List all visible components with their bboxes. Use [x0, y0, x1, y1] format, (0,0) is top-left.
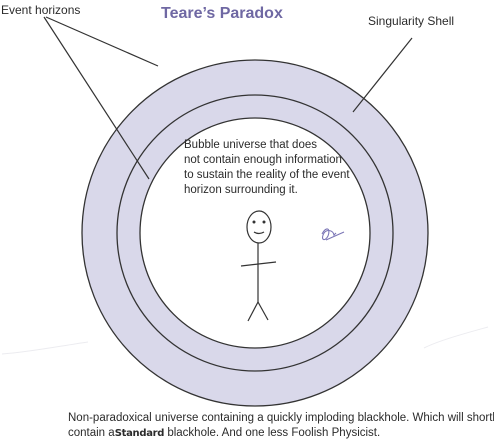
bubble-description: Bubble universe that does not contain en… [184, 138, 374, 198]
bubble-description-line: not contain enough information [184, 154, 342, 166]
caption: Non-paradoxical universe containing a qu… [68, 411, 494, 441]
event-horizon-pointer-outer [45, 16, 159, 67]
event-horizon-pointer-inner [43, 16, 150, 180]
event-horizons-label: Event horizons [1, 3, 81, 17]
bubble-description-line: horizon surrounding it. [184, 184, 298, 196]
singularity-shell-label: Singularity Shell [368, 14, 455, 28]
stick-figure [240, 210, 277, 322]
standard-word: Standard [114, 428, 165, 439]
caption-line-2: contain aStandard blackhole. And one les… [68, 426, 492, 441]
signature-scribble [321, 228, 345, 241]
diagram-title: Teare’s Paradox [161, 5, 283, 22]
faint-pencil-mark-right [423, 326, 489, 349]
singularity-shell-pointer [352, 37, 413, 113]
bubble-description-line: to sustain the reality of the event [184, 169, 350, 181]
caption-line-1: Non-paradoxical universe containing a qu… [68, 412, 494, 424]
caption-line-2-suffix: blackhole. And one less Foolish Physicis… [164, 427, 381, 439]
caption-line-2-prefix: contain a [68, 427, 115, 439]
faint-pencil-mark-left [1, 341, 89, 355]
bubble-description-line: Bubble universe that does [184, 139, 317, 151]
